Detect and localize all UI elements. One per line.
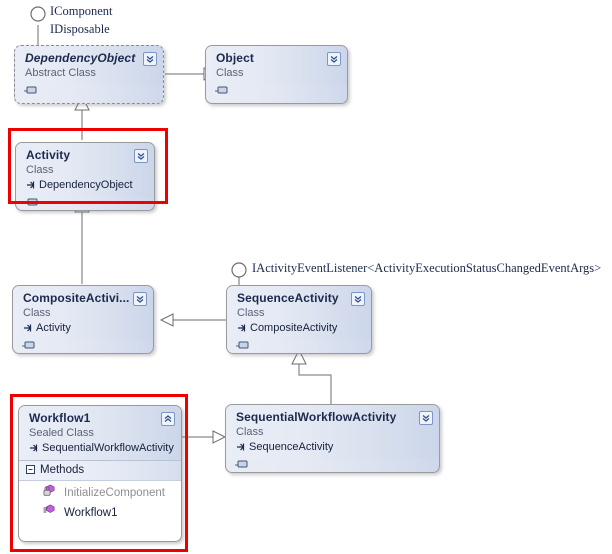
base-arrow-icon [236, 442, 246, 452]
class-base: CompositeActivity [237, 321, 347, 335]
base-arrow-icon [26, 180, 36, 190]
node-footer [15, 85, 163, 100]
class-title: DependencyObject [25, 51, 136, 65]
interface-label-iactivityeventlistener: IActivityEventListener<ActivityExecution… [252, 261, 602, 275]
node-header: Workflow1 Sealed Class SequentialWorkflo… [19, 406, 181, 461]
interface-label-idisposable: IDisposable [50, 22, 110, 36]
class-base-label: SequenceActivity [249, 441, 334, 453]
compartment-title: Methods [40, 464, 85, 476]
class-node-sequenceactivity[interactable]: SequenceActivity Class CompositeActivity [226, 285, 372, 354]
interface-lollipop-iactivityeventlistener [231, 262, 247, 278]
class-kind: Class [236, 426, 264, 438]
chevron-down-icon[interactable] [143, 52, 157, 66]
node-footer [226, 459, 439, 472]
class-node-dependencyobject[interactable]: DependencyObject Abstract Class [14, 45, 164, 104]
node-header: SequenceActivity Class CompositeActivity [227, 286, 371, 340]
class-kind: Class [216, 67, 244, 79]
class-kind: Class [237, 307, 265, 319]
port-icon [24, 86, 38, 95]
class-title: Activity [26, 148, 71, 162]
node-header: Activity Class DependencyObject [16, 143, 154, 197]
port-icon [236, 341, 250, 350]
chevron-down-icon[interactable] [351, 292, 365, 306]
base-arrow-icon [23, 323, 33, 333]
method-private-icon [43, 484, 58, 502]
base-arrow-icon [29, 443, 39, 453]
class-kind: Class [23, 307, 51, 319]
class-kind: Class [26, 164, 54, 176]
class-base-label: Activity [36, 322, 71, 334]
method-item[interactable]: InitializeComponent [19, 483, 181, 503]
highlight-rect-activity [8, 128, 168, 204]
class-node-sequentialworkflowactivity[interactable]: SequentialWorkflowActivity Class Sequenc… [225, 404, 440, 473]
chevron-up-icon[interactable] [161, 412, 175, 426]
node-header: CompositeActivi... Class Activity [13, 286, 153, 340]
class-title: SequenceActivity [237, 291, 339, 305]
port-icon [235, 460, 249, 469]
class-kind: Abstract Class [25, 67, 96, 79]
node-footer [227, 340, 371, 353]
method-name: Workflow1 [64, 506, 118, 519]
node-footer [13, 340, 153, 353]
base-arrow-icon [237, 323, 247, 333]
class-node-workflow1[interactable]: Workflow1 Sealed Class SequentialWorkflo… [18, 405, 182, 542]
class-node-object[interactable]: Object Class [205, 45, 348, 104]
class-title: SequentialWorkflowActivity [236, 410, 397, 424]
class-node-compositeactivity[interactable]: CompositeActivi... Class Activity [12, 285, 154, 354]
port-icon [22, 341, 36, 350]
compartment-header-methods[interactable]: Methods [19, 461, 181, 481]
node-header: SequentialWorkflowActivity Class Sequenc… [226, 405, 439, 459]
class-kind: Sealed Class [29, 427, 94, 439]
highlight-rect-workflow1 [10, 394, 188, 552]
chevron-down-icon[interactable] [133, 292, 147, 306]
method-item[interactable]: Workflow1 [19, 503, 181, 523]
class-base: SequenceActivity [236, 440, 415, 454]
class-base-label: DependencyObject [39, 179, 133, 191]
chevron-down-icon[interactable] [327, 52, 341, 66]
method-name: InitializeComponent [64, 486, 166, 499]
class-title: Object [216, 51, 254, 65]
interface-label-icomponent: IComponent [50, 4, 113, 18]
class-title: CompositeActivi... [23, 291, 130, 305]
class-base: DependencyObject [26, 178, 133, 192]
method-icon [43, 504, 58, 522]
class-title: Workflow1 [29, 411, 91, 425]
method-list: InitializeComponent Workflow1 [19, 481, 181, 527]
port-icon [215, 86, 229, 95]
chevron-down-icon[interactable] [419, 411, 433, 425]
class-base-label: CompositeActivity [250, 322, 338, 334]
class-node-activity[interactable]: Activity Class DependencyObject [15, 142, 155, 211]
chevron-down-icon[interactable] [134, 149, 148, 163]
class-base: SequentialWorkflowActivity [29, 441, 174, 455]
minus-box-icon[interactable] [26, 464, 35, 477]
node-header: DependencyObject Abstract Class [15, 46, 163, 85]
node-footer [206, 85, 347, 100]
interface-lollipop-icomponent [30, 6, 46, 22]
node-header: Object Class [206, 46, 347, 85]
class-base: Activity [23, 321, 129, 335]
class-base-label: SequentialWorkflowActivity [42, 442, 174, 454]
